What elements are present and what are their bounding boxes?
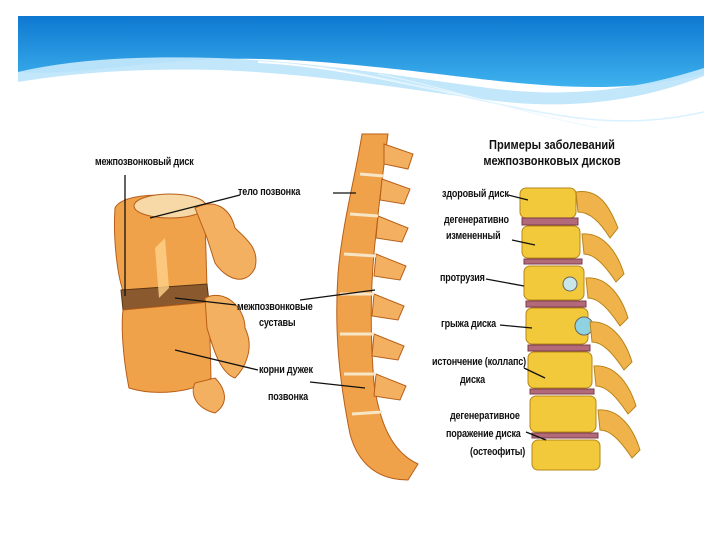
label-osteophytes-line2: поражение диска (446, 428, 521, 440)
label-protrusion: протрузия (440, 272, 485, 284)
label-osteophytes-line1: дегенеративное (450, 410, 520, 422)
label-degenerative-line2: измененный (446, 230, 500, 242)
label-healthy-disc: здоровый диск (442, 188, 509, 200)
label-degenerative-line1: дегенеративно (444, 214, 509, 226)
label-thinning-line2: диска (460, 374, 485, 386)
label-thinning-line1: истончение (коллапс) (432, 356, 526, 368)
label-hernia: грыжа диска (441, 318, 496, 330)
label-osteophytes-line3: (остеофиты) (470, 446, 525, 458)
